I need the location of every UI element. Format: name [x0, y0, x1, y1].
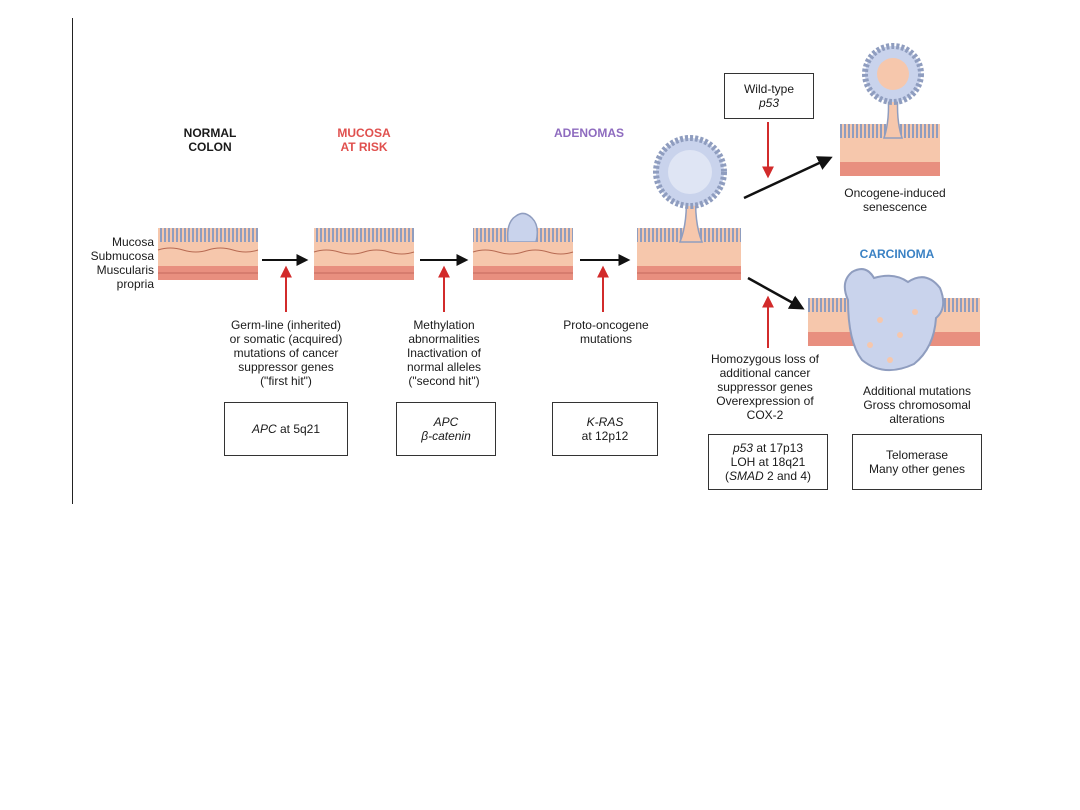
layer-labels: Mucosa Submucosa Muscularis propria: [78, 235, 154, 291]
tissue-section-adenoma: [637, 135, 741, 280]
progression-arrow-senescence: [743, 156, 833, 200]
gene-box-p53: p53 at 17p13 LOH at 18q21 (SMAD 2 and 4): [708, 434, 828, 490]
tissue-section-early-adenoma: [472, 212, 574, 280]
gene-box-apc-catenin: APC β-catenin: [396, 402, 496, 456]
step-text-line: mutations of cancer: [233, 346, 339, 360]
step-text-line: Overexpression of: [716, 394, 814, 408]
step-text-line: Additional mutations: [862, 384, 972, 398]
progression-arrow-carcinoma: [747, 276, 805, 310]
layer-label-muscularis: Muscularis: [96, 263, 154, 277]
gene-locus: LOH at 18q21: [730, 455, 806, 469]
stage-title-line: ADENOMAS: [553, 126, 624, 140]
gene-box-wildtype-p53: Wild-type p53: [724, 73, 814, 119]
gene-locus: 2 and 4): [763, 469, 812, 483]
step-5-description: Additional mutations Gross chromosomal a…: [846, 384, 988, 426]
step-2-description: Methylation abnormalities Inactivation o…: [382, 318, 506, 388]
step-text-line: Proto-oncogene: [563, 318, 649, 332]
gene-name: K-RAS: [586, 415, 624, 429]
stage-title-adenomas: ADENOMAS: [534, 126, 644, 140]
layer-label-propria: propria: [116, 277, 154, 291]
tissue-section-normal: [157, 228, 259, 280]
step-text-line: additional cancer: [719, 366, 811, 380]
stage-title-line: CARCINOMA: [859, 247, 935, 261]
gene-text: Telomerase: [885, 448, 949, 462]
step-text-line: ("first hit"): [260, 374, 312, 388]
step-text-line: or somatic (acquired): [229, 332, 343, 346]
senescence-label: Oncogene-induced senescence: [824, 186, 966, 214]
step-3-description: Proto-oncogene mutations: [544, 318, 668, 346]
gene-name: p53: [758, 96, 780, 110]
gene-locus: at 17p13: [752, 441, 804, 455]
senescence-text-line: Oncogene-induced: [844, 186, 946, 200]
gene-box-kras: K-RAS at 12p12: [552, 402, 658, 456]
gene-box-telomerase: Telomerase Many other genes: [852, 434, 982, 490]
gene-box-line: (SMAD 2 and 4): [725, 469, 811, 483]
step-text-line: ("second hit"): [408, 374, 480, 388]
layer-label-submucosa: Submucosa: [90, 249, 154, 263]
senescence-text-line: senescence: [862, 200, 928, 214]
gene-text: Many other genes: [868, 462, 966, 476]
gene-name: β-catenin: [421, 429, 471, 443]
step-text-line: Germ-line (inherited): [230, 318, 342, 332]
step-text-line: normal alleles: [406, 360, 482, 374]
step-text-line: mutations: [579, 332, 633, 346]
stage-title-risk: MUCOSA AT RISK: [314, 126, 414, 154]
paren: (: [724, 469, 729, 483]
gene-locus: at 5q21: [276, 422, 321, 436]
tissue-section-senescence: [840, 43, 940, 176]
stage-title-line: AT RISK: [340, 140, 388, 154]
layer-label-mucosa: Mucosa: [111, 235, 154, 249]
step-text-line: Homozygous loss of: [710, 352, 820, 366]
step-text-line: suppressor genes: [717, 380, 813, 394]
step-text-line: COX-2: [746, 408, 784, 422]
step-text-line: abnormalities: [408, 332, 480, 346]
gene-box-line: p53 at 17p13: [733, 441, 803, 455]
gene-box-line: APC at 5q21: [252, 422, 320, 436]
gene-text: Wild-type: [743, 82, 794, 96]
step-4-description: Homozygous loss of additional cancer sup…: [694, 352, 836, 422]
step-text-line: Gross chromosomal: [863, 398, 971, 412]
stage-title-line: NORMAL: [183, 126, 237, 140]
gene-name: SMAD: [728, 469, 764, 483]
tissue-section-carcinoma: [808, 268, 980, 371]
step-1-description: Germ-line (inherited) or somatic (acquir…: [200, 318, 372, 388]
step-text-line: alterations: [889, 412, 945, 426]
gene-name: p53: [732, 441, 753, 455]
divider-line: [72, 18, 73, 504]
gene-name: APC: [433, 415, 459, 429]
stage-title-normal: NORMAL COLON: [160, 126, 260, 154]
stage-title-carcinoma: CARCINOMA: [842, 247, 952, 261]
stage-title-line: COLON: [188, 140, 232, 154]
step-text-line: Inactivation of: [406, 346, 482, 360]
gene-box-apc: APC at 5q21: [224, 402, 348, 456]
stage-title-line: MUCOSA: [337, 126, 391, 140]
gene-locus: at 12p12: [581, 429, 629, 443]
tissue-section-risk: [313, 228, 415, 280]
step-text-line: suppressor genes: [238, 360, 334, 374]
step-text-line: Methylation: [413, 318, 475, 332]
gene-name: APC: [251, 422, 277, 436]
